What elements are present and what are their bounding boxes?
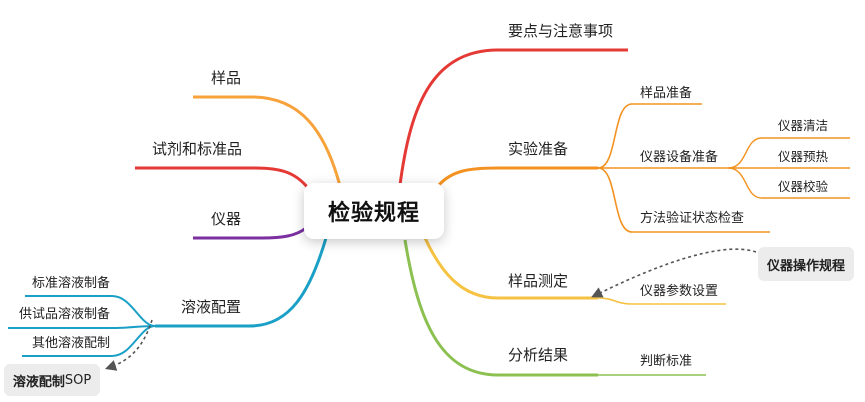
topic-instrument[interactable]: 仪器 — [211, 210, 242, 228]
leaf-calibration[interactable]: 仪器校验 — [778, 179, 829, 194]
connector-sample-prep — [597, 103, 702, 169]
connector-sample — [193, 95, 342, 187]
connector-key-points — [398, 48, 628, 186]
root-label: 检验规程 — [327, 201, 420, 226]
subtopic-method-check[interactable]: 方法验证状态检查 — [640, 211, 745, 226]
subtopic-standard-solution[interactable]: 标准溶液制备 — [32, 276, 111, 291]
topic-key-points[interactable]: 要点与注意事项 — [508, 22, 614, 40]
subtopic-param-setting[interactable]: 仪器参数设置 — [640, 284, 719, 299]
connector-test-solution — [8, 325, 156, 329]
subtopic-test-solution[interactable]: 供试品溶液制备 — [19, 307, 111, 322]
connector-sample-measurement — [423, 237, 598, 300]
leaf-preheat[interactable]: 仪器预热 — [778, 149, 829, 164]
connector-cleaning — [727, 137, 850, 169]
connector-instrument — [193, 226, 307, 240]
relation-instrument-ops — [591, 248, 757, 298]
callout-solution-sop-label-a: 溶液配制 — [12, 374, 65, 390]
subtopic-sample-prep[interactable]: 样品准备 — [640, 86, 693, 101]
callout-solution-sop-label-b: SOP — [64, 372, 92, 388]
callout-instrument-ops-label: 仪器操作规程 — [766, 258, 845, 274]
connector-method-check — [597, 167, 770, 233]
leaf-cleaning[interactable]: 仪器清洁 — [778, 118, 829, 133]
connector-calibration — [727, 167, 850, 199]
relation-solution-sop — [104, 319, 153, 371]
connector-analysis — [403, 239, 598, 377]
subtopic-equipment-prep[interactable]: 仪器设备准备 — [640, 150, 719, 165]
topic-experiment-prep[interactable]: 实验准备 — [508, 140, 569, 158]
topic-sample-measurement[interactable]: 样品测定 — [508, 272, 569, 290]
connector-param-setting — [597, 297, 726, 305]
connector-solution-prep — [155, 237, 328, 328]
topic-sample[interactable]: 样品 — [211, 69, 242, 87]
subtopic-other-solution[interactable]: 其他溶液配制 — [32, 336, 111, 351]
callout-instrument-ops[interactable]: 仪器操作规程 — [758, 247, 854, 281]
connector-standard-solution — [25, 295, 156, 327]
topic-solution-prep[interactable]: 溶液配置 — [181, 298, 242, 316]
topic-analysis[interactable]: 分析结果 — [508, 346, 569, 364]
connector-experiment-prep — [436, 166, 598, 188]
root-node[interactable]: 检验规程 — [304, 183, 444, 239]
subtopic-criteria[interactable]: 判断标准 — [640, 354, 693, 369]
connector-reagents — [135, 166, 310, 189]
topic-reagents[interactable]: 试剂和标准品 — [152, 140, 243, 158]
